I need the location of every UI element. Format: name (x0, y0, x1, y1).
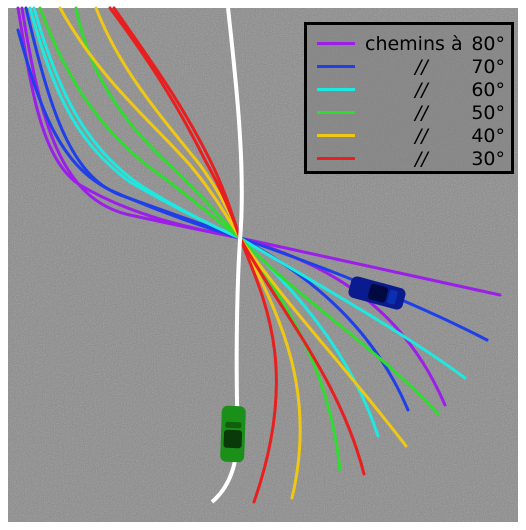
blue-car (348, 276, 406, 310)
legend-row-40: // 40° (307, 125, 511, 147)
legend-ditto-70: // (415, 56, 428, 78)
legend-swatch-80 (317, 42, 355, 45)
trajectory-path-50-1 (38, 6, 440, 416)
legend-angle-30: 30° (471, 148, 505, 170)
legend-swatch-60 (317, 88, 355, 91)
trajectory-path-70-2 (16, 28, 410, 412)
legend-row-60: // 60° (307, 79, 511, 101)
legend-angle-50: 50° (471, 102, 505, 124)
legend-swatch-70 (317, 65, 355, 68)
legend-ditto-60: // (415, 79, 428, 101)
green-car (220, 405, 246, 463)
trajectory-path-40-1 (58, 6, 408, 448)
legend-box: chemins à 80° // 70° // 60° // 50° // 40… (304, 22, 514, 174)
road-centerline (210, 7, 244, 504)
legend-row-50: // 50° (307, 102, 511, 124)
legend-row-70: // 70° (307, 56, 511, 78)
legend-angle-80: 80° (471, 33, 505, 55)
legend-ditto-50: // (415, 102, 428, 124)
legend-row-80: chemins à 80° (307, 33, 511, 55)
legend-row-30: // 30° (307, 148, 511, 170)
legend-swatch-50 (317, 111, 355, 114)
trajectory-path-60-2 (28, 6, 380, 438)
trajectory-paths (16, 6, 502, 504)
trajectory-path-30-2 (108, 6, 278, 504)
trajectory-path-50-2 (74, 6, 342, 472)
legend-swatch-40 (317, 134, 355, 137)
legend-ditto-30: // (415, 148, 428, 170)
legend-angle-40: 40° (471, 125, 505, 147)
legend-angle-70: 70° (471, 56, 505, 78)
legend-swatch-30 (317, 157, 355, 160)
legend-ditto-40: // (415, 125, 428, 147)
legend-angle-60: 60° (471, 79, 505, 101)
legend-prefix-80: chemins à (365, 33, 463, 55)
